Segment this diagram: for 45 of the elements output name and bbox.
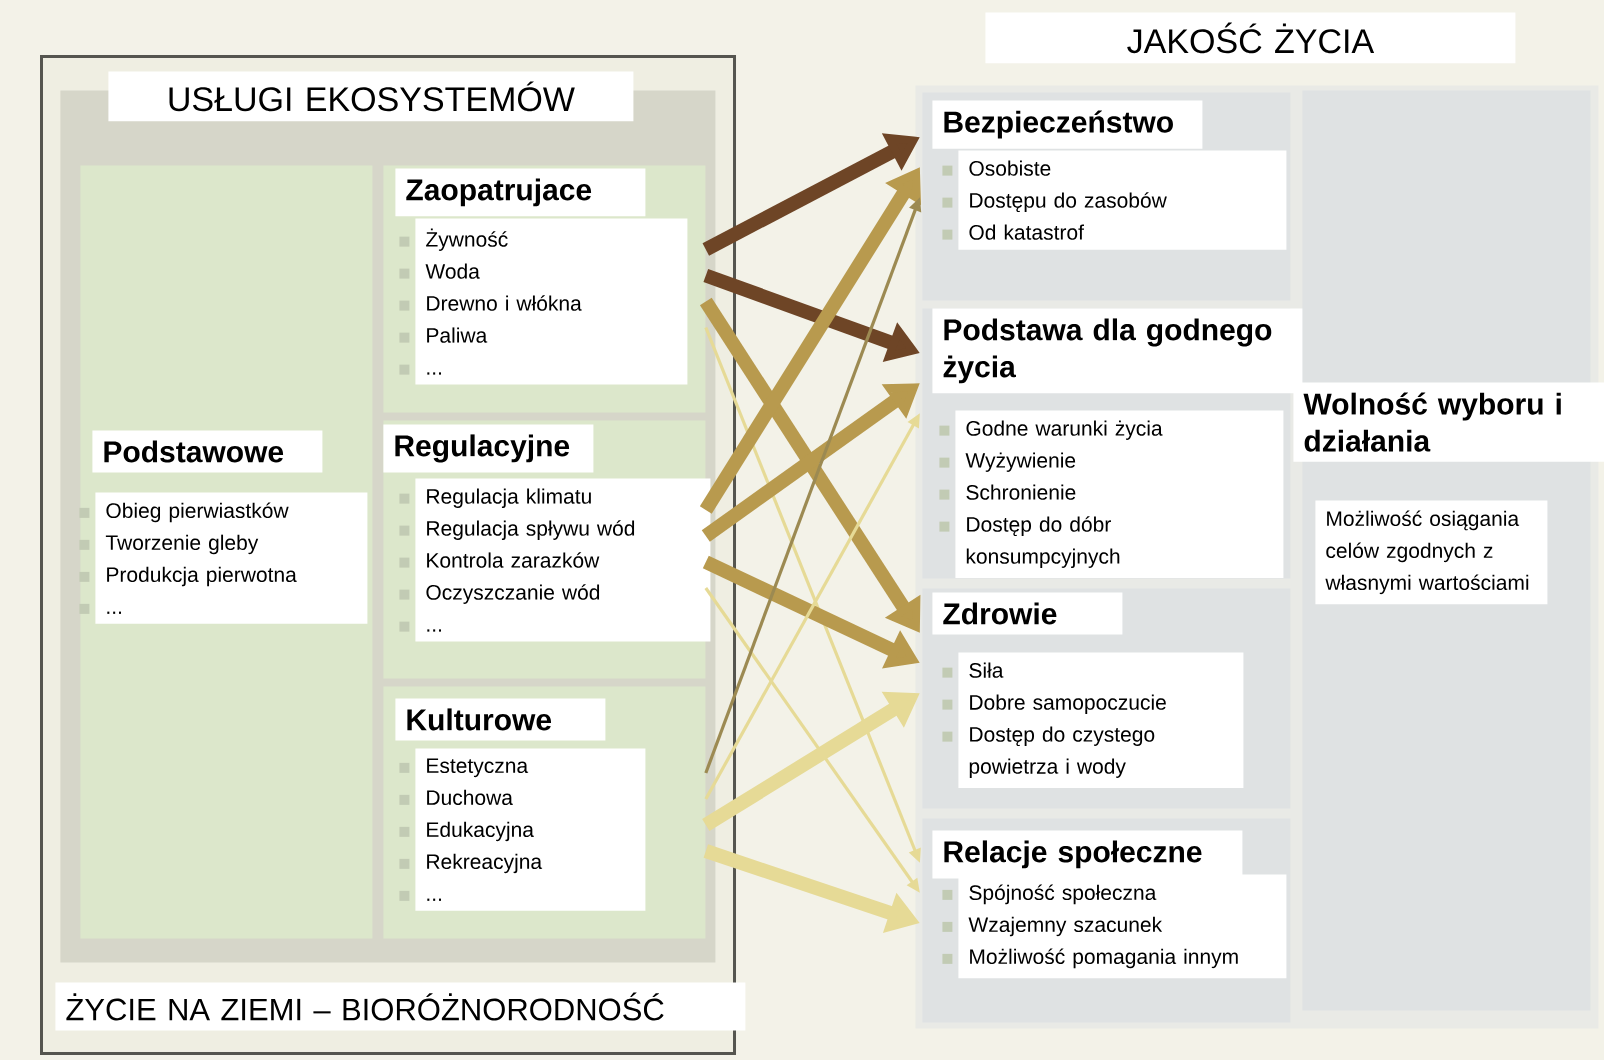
list-item: Paliwa	[399, 327, 488, 343]
panel-title: USŁUGI EKOSYSTEMÓW	[108, 71, 634, 122]
box-heading: Zdrowie	[932, 592, 1123, 635]
list-item: Dostęp do czystego powietrza i wody	[942, 726, 1155, 778]
list-item: Produkcja pierwotna	[79, 566, 297, 587]
list-item: Od katastrof	[942, 224, 1084, 240]
list-item: Schronienie	[939, 484, 1076, 500]
list-item: Możliwość pomagania innym	[942, 948, 1238, 969]
list-item: Godne warunki życia	[939, 420, 1163, 440]
box-heading: Podstawowe	[92, 430, 323, 473]
list-item: Regulacja spływu wód	[399, 520, 635, 540]
list-item: Woda	[399, 263, 480, 279]
box-heading: Wolność wyboru i działania	[1293, 382, 1604, 462]
box-heading: Relacje społeczne	[932, 830, 1243, 879]
box-heading: Regulacyjne	[383, 424, 594, 473]
list-item: Dostępu do zasobów	[942, 192, 1167, 212]
list-item: Drewno i włókna	[399, 295, 582, 311]
list-item: Wyżywienie	[939, 452, 1076, 472]
list-item: Tworzenie gleby	[79, 534, 259, 555]
box-heading: Kulturowe	[395, 698, 606, 741]
panel-title: JAKOŚĆ ŻYCIA	[985, 12, 1516, 64]
list-item: Wzajemny szacunek	[942, 916, 1163, 937]
box-heading: Bezpieczeństwo	[932, 100, 1203, 149]
frame-label: ŻYCIE NA ZIEMI – BIORÓŻNORODNOŚĆ	[55, 982, 746, 1031]
list-item: ...	[79, 603, 121, 614]
list-item: Możliwość osiągania celów zgodnych z własnymi wartościami	[1325, 510, 1529, 595]
list-item: ...	[399, 621, 441, 632]
list-item: Siła	[942, 662, 1004, 678]
list-item: Duchowa	[399, 789, 513, 806]
list-item: Edukacyjna	[399, 821, 534, 842]
list-item: Spójność społeczna	[942, 884, 1157, 905]
list-item: ...	[399, 364, 441, 375]
list-item: Regulacja klimatu	[399, 488, 591, 508]
list-item: Osobiste	[942, 160, 1051, 176]
list-item: Żywność	[399, 228, 508, 251]
box-heading: Zaopatrujace	[395, 168, 646, 217]
list-item: Oczyszczanie wód	[399, 584, 600, 604]
list-item: Dobre samopoczucie	[942, 694, 1166, 714]
list-item: Rekreacyjna	[399, 853, 543, 874]
list-item: Estetyczna	[399, 758, 529, 778]
list-item: Dostęp do dóbr konsumpcyjnych	[939, 516, 1120, 568]
box-heading: Podstawa dla godnego życia	[932, 308, 1323, 394]
list-item: Kontrola zarazków	[399, 552, 600, 568]
list-item: ...	[399, 890, 441, 901]
list-item: Obieg pierwiastków	[79, 502, 289, 523]
